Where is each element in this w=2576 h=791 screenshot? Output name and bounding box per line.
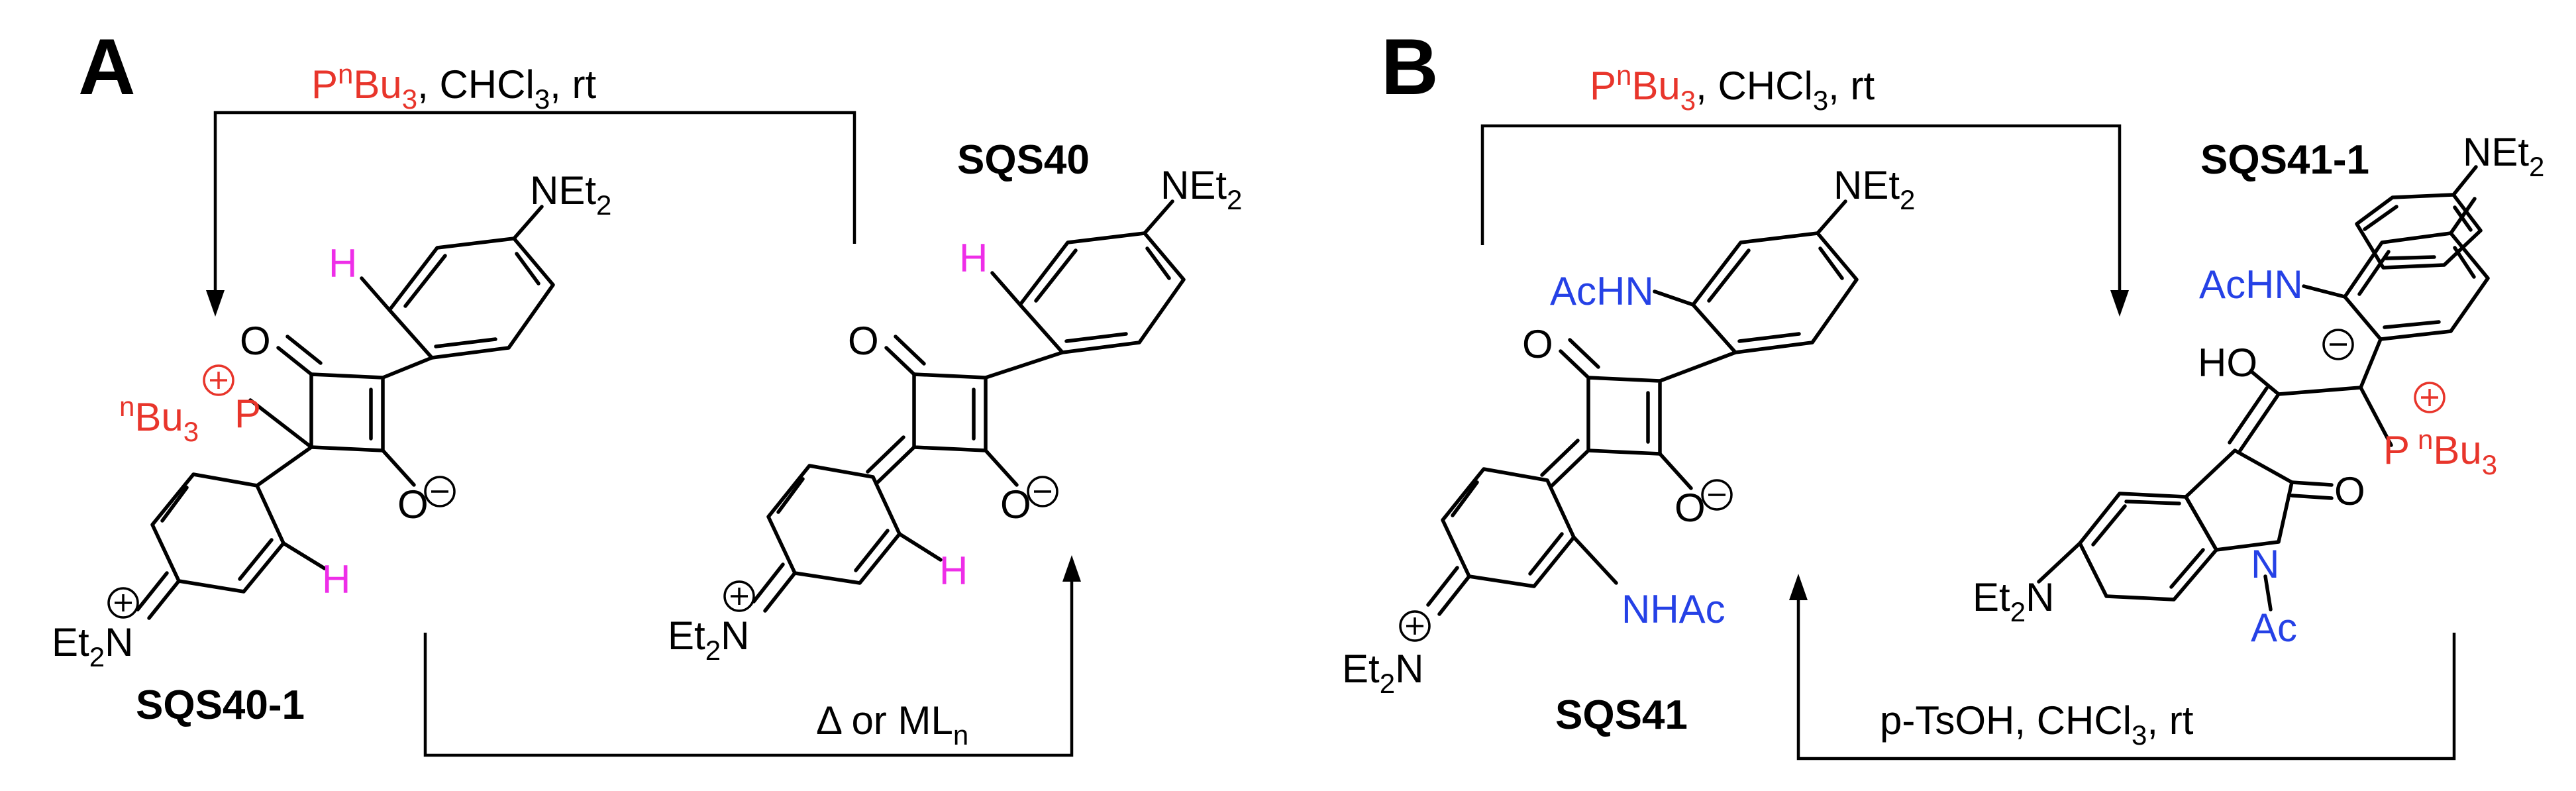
sqs40-minus-charge (1027, 476, 1058, 507)
panel-a-bottom-conditions: Δ or MLn (816, 698, 968, 751)
sqs40-phenoxide-o: O (1000, 482, 1031, 527)
sqs41-minus-charge (1701, 479, 1733, 511)
sqs41-n-plus-charge (1399, 610, 1431, 642)
sqs41-1-ho: HO (2198, 341, 2257, 385)
sqs40-1-et2n: Et2N (52, 620, 133, 672)
sqs40-carbonyl-o: O (848, 319, 879, 363)
sqs40-1-phenoxide-o: O (397, 482, 429, 527)
panel-a-letter: A (78, 23, 136, 111)
sqs40-1-carbonyl-o: O (240, 319, 271, 363)
sqs40-net2: NEt2 (1160, 163, 1242, 215)
sqs41-1-ac: Ac (2251, 606, 2297, 650)
molecule-sqs41 (1426, 199, 1859, 616)
panel-b-top-conditions: PnBu3, CHCl3, rt (1590, 60, 1875, 116)
sqs41-label: SQS41 (1555, 692, 1688, 738)
molecule-sqs41-1-body (2037, 197, 2490, 611)
sqs41-1-carbonyl-o: O (2334, 469, 2365, 513)
sqs41-1-et2n: Et2N (1973, 575, 2054, 627)
panel-a-top-arrow (206, 111, 856, 317)
sqs40-n-plus-charge (723, 580, 755, 612)
sqs40-1-h-bottom: H (322, 557, 350, 602)
sqs41-1-p-plus-charge (2414, 382, 2446, 413)
sqs41-net2: NEt2 (1833, 163, 1915, 215)
sqs40-1-minus-charge (424, 476, 456, 507)
sqs40-h-top: H (959, 236, 988, 280)
sqs41-et2n: Et2N (1342, 647, 1423, 699)
sqs40-h-bottom: H (939, 549, 968, 593)
sqs40-label: SQS40 (957, 137, 1090, 183)
sqs41-nhac: NHAc (1622, 587, 1726, 631)
sqs41-1-n: N (2251, 542, 2279, 586)
panel-b-top-arrow (1480, 124, 2129, 317)
sqs40-1-net2: NEt2 (530, 168, 611, 221)
sqs41-achn: AcHN (1550, 269, 1654, 313)
molecule-sqs41-1 (2355, 165, 2483, 270)
sqs40-1-n-plus-charge (107, 587, 139, 619)
sqs40-et2n: Et2N (668, 613, 749, 666)
panel-b-letter: B (1381, 23, 1439, 111)
panel-b-bottom-arrow (1789, 574, 2456, 761)
sqs40-1-p-plus-charge (203, 364, 234, 396)
sqs40-1-nbu3: nBu3 (119, 391, 199, 447)
sqs41-carbonyl-o: O (1522, 322, 1553, 366)
molecule-sqs40-1 (136, 205, 555, 620)
sqs41-1-net2: NEt2 (2463, 130, 2544, 182)
molecule-sqs40 (752, 199, 1186, 613)
sqs40-1-label: SQS40-1 (136, 682, 305, 728)
panel-b-bottom-conditions: p-TsOH, CHCl3, rt (1880, 698, 2194, 751)
panel-a-bottom-arrow (423, 555, 1081, 757)
sqs41-phenoxide-o: O (1674, 486, 1706, 530)
sqs40-1-p: P (234, 392, 261, 436)
panel-a-top-conditions: PnBu3, CHCl3, rt (311, 58, 596, 115)
sqs41-1-label: SQS41-1 (2200, 137, 2369, 183)
sqs41-1-achn: AcHN (2199, 262, 2303, 307)
sqs41-1-minus-charge (2322, 329, 2354, 360)
sqs40-1-h-top: H (329, 241, 357, 286)
